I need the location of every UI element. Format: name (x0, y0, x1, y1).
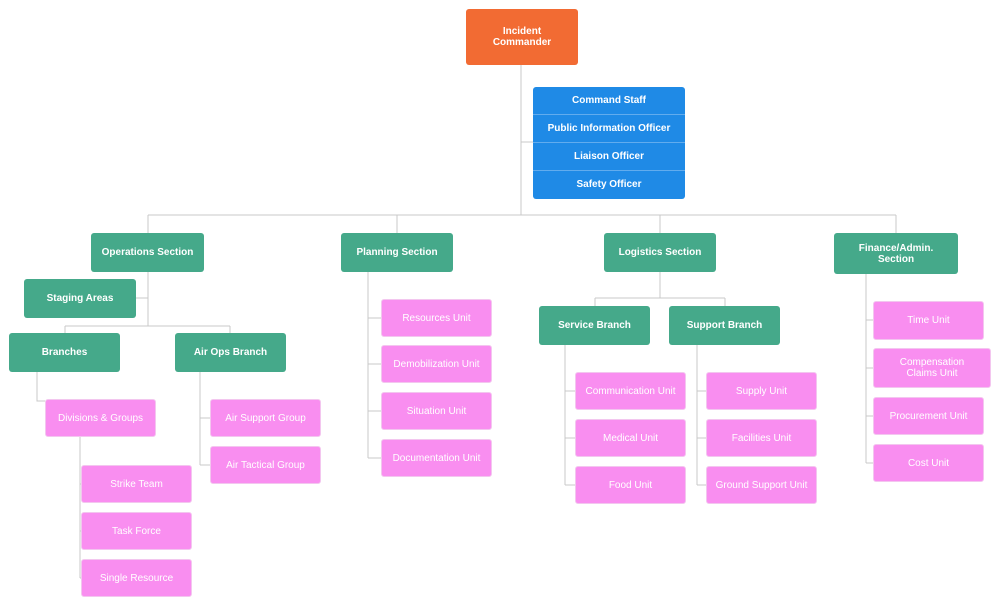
time-unit-box[interactable]: Time Unit (873, 301, 984, 340)
medical-unit-box[interactable]: Medical Unit (575, 419, 686, 457)
service-branch-box[interactable]: Service Branch (539, 306, 650, 345)
incident-commander-line1: Incident (502, 26, 542, 37)
procurement-unit-box[interactable]: Procurement Unit (873, 397, 984, 435)
communication-unit-box[interactable]: Communication Unit (575, 372, 686, 410)
air-tactical-group-box[interactable]: Air Tactical Group (210, 446, 321, 484)
single-resource-box[interactable]: Single Resource (81, 559, 192, 597)
command-staff-box[interactable]: Command Staff Public Information Officer… (533, 87, 685, 199)
air-support-group-box[interactable]: Air Support Group (210, 399, 321, 437)
operations-section-box[interactable]: Operations Section (91, 233, 204, 272)
logistics-section-box[interactable]: Logistics Section (604, 233, 716, 272)
finance-admin-line2: Section (877, 253, 915, 265)
ground-support-unit-box[interactable]: Ground Support Unit (706, 466, 817, 504)
incident-commander-box[interactable]: Incident Commander (466, 9, 578, 65)
command-staff-header: Command Staff (533, 87, 685, 115)
liaison-officer[interactable]: Liaison Officer (533, 143, 685, 171)
public-information-officer[interactable]: Public Information Officer (533, 115, 685, 143)
strike-team-box[interactable]: Strike Team (81, 465, 192, 503)
food-unit-box[interactable]: Food Unit (575, 466, 686, 504)
resources-unit-box[interactable]: Resources Unit (381, 299, 492, 337)
finance-admin-section-box[interactable]: Finance/Admin. Section (834, 233, 958, 274)
air-ops-branch-box[interactable]: Air Ops Branch (175, 333, 286, 372)
planning-section-box[interactable]: Planning Section (341, 233, 453, 272)
support-branch-box[interactable]: Support Branch (669, 306, 780, 345)
incident-commander-line2: Commander (492, 37, 552, 48)
facilities-unit-box[interactable]: Facilities Unit (706, 419, 817, 457)
finance-admin-line1: Finance/Admin. (858, 242, 934, 254)
task-force-box[interactable]: Task Force (81, 512, 192, 550)
divisions-groups-box[interactable]: Divisions & Groups (45, 399, 156, 437)
demobilization-unit-box[interactable]: Demobilization Unit (381, 345, 492, 383)
staging-areas-box[interactable]: Staging Areas (24, 279, 136, 318)
supply-unit-box[interactable]: Supply Unit (706, 372, 817, 410)
cost-unit-box[interactable]: Cost Unit (873, 444, 984, 482)
compensation-claims-unit-box[interactable]: Compensation Claims Unit (873, 348, 991, 388)
documentation-unit-box[interactable]: Documentation Unit (381, 439, 492, 477)
situation-unit-box[interactable]: Situation Unit (381, 392, 492, 430)
branches-box[interactable]: Branches (9, 333, 120, 372)
safety-officer[interactable]: Safety Officer (576, 179, 642, 190)
